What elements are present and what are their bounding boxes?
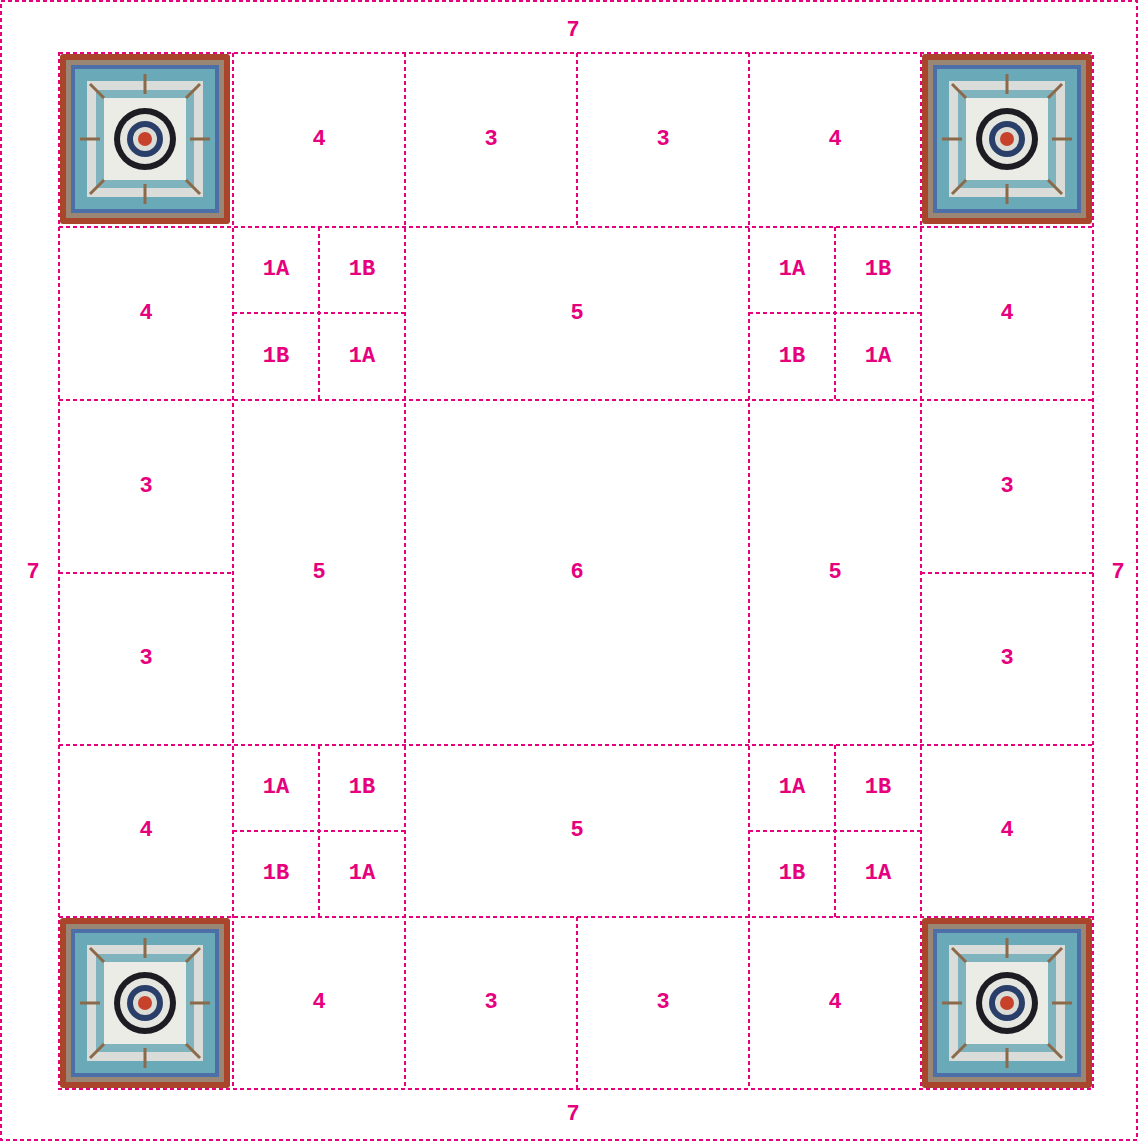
quilt-block: 4 [59,745,233,917]
block-number: 1A [777,258,807,282]
block-number: 3 [137,647,154,671]
crochet-square [922,54,1092,224]
quilt-block: 1B [749,313,835,400]
block-number: 5 [568,819,585,843]
label-slot: 7 [24,562,41,584]
block-number: 7 [564,1101,581,1128]
block-number: 1A [347,862,377,886]
quilt-block: 4 [921,745,1093,917]
block-number: 4 [998,819,1015,843]
label-slot: 7 [564,20,581,42]
block-number: 4 [998,302,1015,326]
quilt-block: 4 [749,917,921,1089]
block-number: 3 [654,128,671,152]
block-number: 3 [998,647,1015,671]
quilt-block: 3 [577,53,749,227]
label-slot: 7 [564,1104,581,1126]
block-number: 4 [137,819,154,843]
quilt-block: 4 [233,917,405,1089]
quilt-block: 1A [319,313,405,400]
block-number: 4 [137,302,154,326]
quilt-block: 1A [233,745,319,831]
quilt-block: 5 [405,745,749,917]
quilt-block: 3 [59,400,233,573]
block-number: 3 [482,991,499,1015]
block-number: 7 [24,559,41,586]
block-number: 1B [863,776,893,800]
block-number: 1B [777,862,807,886]
block-number: 1A [863,862,893,886]
quilt-block: 4 [59,227,233,400]
quilt-block: 1B [835,745,921,831]
quilt-block: 6 [405,400,749,745]
block-number: 5 [310,561,327,585]
block-number: 1A [261,258,291,282]
quilt-block: 5 [233,400,405,745]
quilt-block: 3 [405,53,577,227]
quilt-block: 1B [233,313,319,400]
block-number: 5 [568,302,585,326]
quilt-block: 5 [405,227,749,400]
quilt-block: 4 [233,53,405,227]
quilt-block: 3 [921,573,1093,745]
block-number: 1B [347,258,377,282]
quilt-block: 1A [233,227,319,313]
label-slot: 7 [1109,562,1126,584]
block-number: 7 [564,17,581,44]
block-number: 1B [261,345,291,369]
block-number: 3 [482,128,499,152]
quilt-block: 1B [319,745,405,831]
block-number: 3 [998,475,1015,499]
block-number: 1B [863,258,893,282]
quilt-block: 1B [835,227,921,313]
quilt-block: 1A [835,313,921,400]
block-number: 1A [347,345,377,369]
quilt-block: 1B [749,831,835,917]
quilt-block: 1A [835,831,921,917]
block-number: 4 [310,128,327,152]
crochet-square [60,918,230,1088]
block-number: 5 [826,561,843,585]
quilt-block: 3 [577,917,749,1089]
block-number: 1B [777,345,807,369]
block-number: 1A [777,776,807,800]
quilt-block: 3 [405,917,577,1089]
block-number: 7 [1109,559,1126,586]
block-number: 4 [826,991,843,1015]
quilt-block: 1A [749,227,835,313]
block-number: 6 [568,561,585,585]
crochet-square [60,54,230,224]
quilt-block: 3 [921,400,1093,573]
quilt-block: 4 [921,227,1093,400]
block-number: 1A [261,776,291,800]
quilt-block: 1B [319,227,405,313]
block-number: 4 [310,991,327,1015]
block-number: 1B [261,862,291,886]
quilt-block: 1B [233,831,319,917]
block-number: 4 [826,128,843,152]
block-number: 3 [654,991,671,1015]
quilt-block: 1A [749,745,835,831]
block-number: 1B [347,776,377,800]
quilt-block: 3 [59,573,233,745]
block-number: 3 [137,475,154,499]
block-number: 1A [863,345,893,369]
quilt-block: 5 [749,400,921,745]
quilt-block: 1A [319,831,405,917]
crochet-square [922,918,1092,1088]
quilt-block: 4 [749,53,921,227]
